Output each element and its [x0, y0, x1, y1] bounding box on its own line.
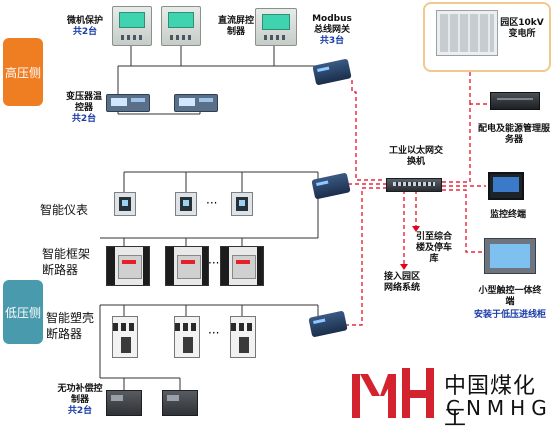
- transformer-controller-label: 变压器温控器共2台: [65, 92, 102, 124]
- cnmhg-logo-mark: [352, 368, 434, 418]
- mccb-label: 智能塑壳断路器: [46, 311, 95, 341]
- monitor-terminal-label: 监控终端: [489, 210, 526, 220]
- mccb-breaker-3: [230, 316, 256, 358]
- acb-label: 智能框架断路器: [42, 247, 91, 277]
- acb-breaker-3: [220, 246, 264, 286]
- monitor-terminal: [488, 172, 524, 200]
- smart-meter-3: [231, 192, 253, 216]
- logo-english-text: CNMHG: [446, 396, 553, 420]
- to-campus-network-label: 接入园区网络系统: [383, 272, 420, 293]
- ellipsis-acb: ···: [208, 256, 220, 270]
- ellipsis-meter: ···: [206, 196, 218, 210]
- high-voltage-side-tag: 高压侧: [3, 38, 43, 106]
- relay-protection-device-2: [161, 6, 201, 46]
- relay-protection-device-1: [112, 6, 152, 46]
- capacitor-controller-1: [106, 390, 142, 416]
- capacitor-label: 无功补偿控制器共2台: [57, 384, 103, 416]
- acb-breaker-1: [106, 246, 150, 286]
- smart-meter-1: [114, 192, 136, 216]
- low-voltage-side-tag: 低压侧: [3, 280, 43, 344]
- dc-screen-controller: [255, 8, 297, 46]
- acb-breaker-2: [165, 246, 209, 286]
- relay-protection-label: 微机保护共2台: [66, 16, 103, 37]
- modbus-gateway-label: Modbus总线网关共3台: [312, 14, 352, 46]
- server-label: 配电及能源管理服务器: [477, 124, 550, 145]
- capacitor-controller-2: [162, 390, 198, 416]
- touch-terminal-note: 安装于低压进线柜: [473, 310, 546, 320]
- smart-meter-2: [175, 192, 197, 216]
- transformer-temp-controller-1: [106, 94, 150, 112]
- logo-chinese-text: 中国煤化工: [444, 374, 537, 431]
- smart-meter-label: 智能仪表: [40, 203, 89, 217]
- mccb-breaker-1: [112, 316, 138, 358]
- transformer-temp-controller-2: [174, 94, 218, 112]
- ethernet-switch: [386, 178, 442, 192]
- touch-terminal-label: 小型触控一体终端: [478, 286, 542, 307]
- dc-screen-label: 直流屏控制器: [218, 16, 255, 37]
- substation-cabinets: [436, 10, 498, 56]
- management-server: [490, 92, 540, 110]
- switch-label: 工业以太网交换机: [388, 146, 443, 167]
- to-comprehensive-building-label: 引至综合楼及停车库: [415, 232, 452, 264]
- touch-terminal: [484, 238, 536, 274]
- ellipsis-mccb: ···: [208, 326, 220, 340]
- mccb-breaker-2: [174, 316, 200, 358]
- substation-label: 园区10kV变电所: [500, 18, 544, 39]
